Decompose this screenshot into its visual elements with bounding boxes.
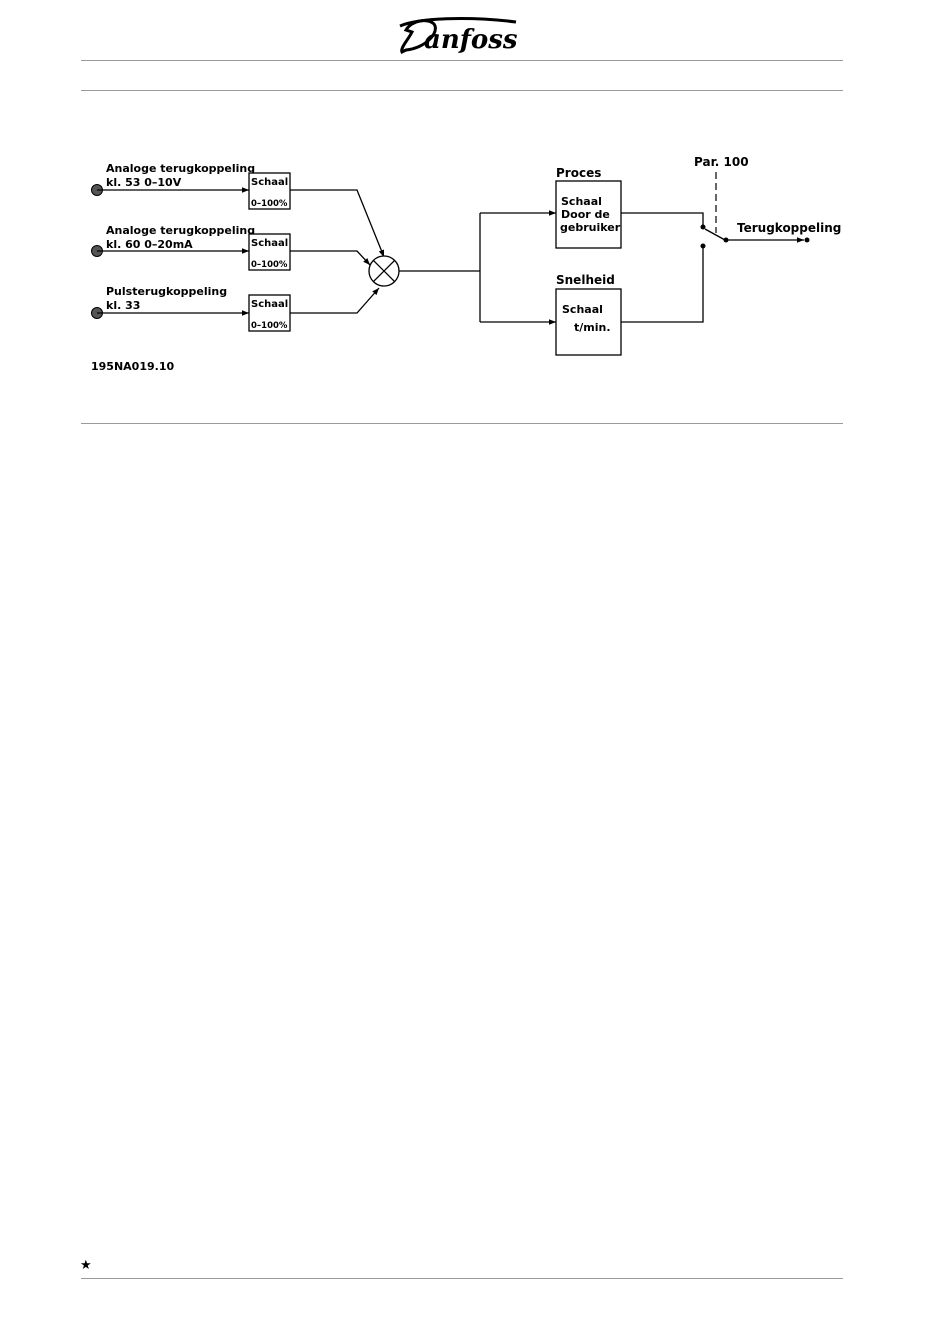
input-3: Pulsterugkoppeling kl. 33 Schaal 0–100% <box>92 285 380 331</box>
output-label: Terugkoppeling <box>737 221 841 235</box>
input-1-label-line2: kl. 53 0–10V <box>106 176 182 189</box>
switch-blade <box>705 229 725 240</box>
speed-line-1: Schaal <box>562 303 603 316</box>
input-2-scale-title: Schaal <box>251 238 288 249</box>
speed-line-2: t/min. <box>574 321 611 334</box>
input-2-label-line2: kl. 60 0–20mA <box>106 238 193 251</box>
input-1-scale-range: 0–100% <box>251 199 288 209</box>
input-2-scale-range: 0–100% <box>251 260 288 270</box>
speed-block: Snelheid Schaal t/min. <box>556 273 621 355</box>
switch-contact-speed <box>701 244 706 249</box>
speed-title: Snelheid <box>556 273 615 287</box>
input-2-label-line1: Analoge terugkoppeling <box>106 224 255 237</box>
summing-junction <box>369 256 399 286</box>
figure-code: 195NA019.10 <box>91 360 174 373</box>
switch-parameter-label: Par. 100 <box>694 155 749 169</box>
switch-wiring: Par. 100 <box>621 155 749 322</box>
footer-star-icon: ★ <box>80 1259 92 1273</box>
input-3-label-line2: kl. 33 <box>106 299 140 312</box>
switch-contact-process <box>701 225 706 230</box>
input-2: Analoge terugkoppeling kl. 60 0–20mA Sch… <box>92 224 371 270</box>
process-line-2: Door de <box>561 208 610 221</box>
feedback-block-diagram: Analoge terugkoppeling kl. 53 0–10V Scha… <box>0 0 950 440</box>
process-line-1: Schaal <box>561 195 602 208</box>
input-1-label-line1: Analoge terugkoppeling <box>106 162 255 175</box>
input-1-scale-title: Schaal <box>251 177 288 188</box>
input-3-scale-title: Schaal <box>251 299 288 310</box>
footer-rule <box>81 1278 843 1279</box>
branch-lines <box>399 213 556 322</box>
output-node <box>805 238 810 243</box>
output: Terugkoppeling <box>726 221 841 243</box>
input-3-scale-range: 0–100% <box>251 321 288 331</box>
process-title: Proces <box>556 166 601 180</box>
process-line-3: gebruiker <box>560 221 621 234</box>
process-block: Proces Schaal Door de gebruiker <box>556 166 621 248</box>
input-3-label-line1: Pulsterugkoppeling <box>106 285 227 298</box>
